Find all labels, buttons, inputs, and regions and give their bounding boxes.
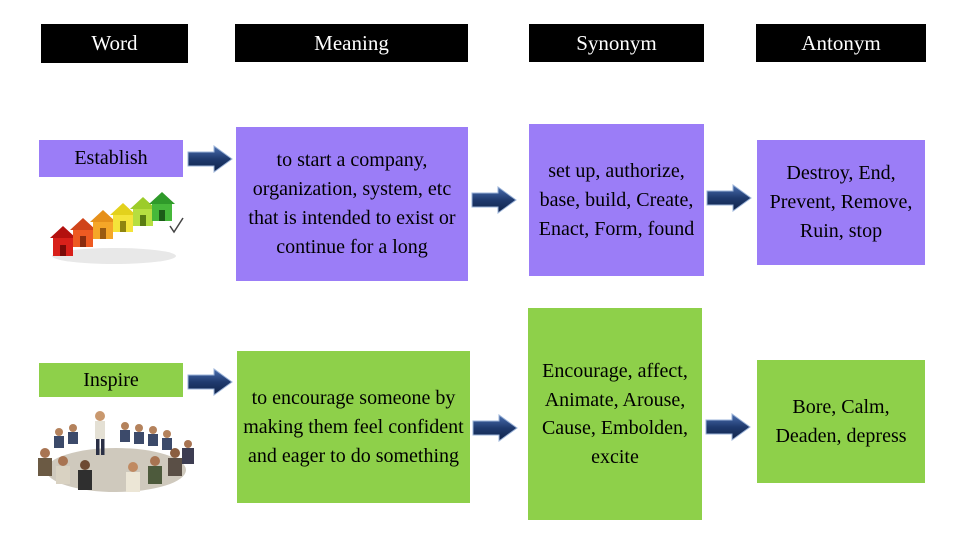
antonym-establish: Destroy, End, Prevent, Remove, Ruin, sto…: [757, 140, 925, 265]
synonym-establish: set up, authorize, base, build, Create, …: [529, 124, 704, 276]
arrow-right-icon: [472, 414, 518, 442]
header-meaning: Meaning: [235, 24, 468, 62]
houses-image: [50, 192, 184, 264]
word-establish: Establish: [39, 140, 183, 177]
header-synonym: Synonym: [529, 24, 704, 62]
arrow-right-icon: [705, 413, 751, 441]
meaning-inspire: to encourage someone by making them feel…: [237, 351, 470, 503]
arrow-right-icon: [471, 186, 517, 214]
synonym-inspire: Encourage, affect, Animate, Arouse, Caus…: [528, 308, 702, 520]
arrow-right-icon: [187, 145, 233, 173]
antonym-inspire: Bore, Calm, Deaden, depress: [757, 360, 925, 483]
arrow-right-icon: [706, 184, 752, 212]
people-circle-image: [38, 411, 194, 492]
meaning-establish: to start a company, organization, system…: [236, 127, 468, 281]
arrow-right-icon: [187, 368, 233, 396]
header-antonym: Antonym: [756, 24, 926, 62]
word-inspire: Inspire: [39, 363, 183, 397]
header-word: Word: [41, 24, 188, 63]
